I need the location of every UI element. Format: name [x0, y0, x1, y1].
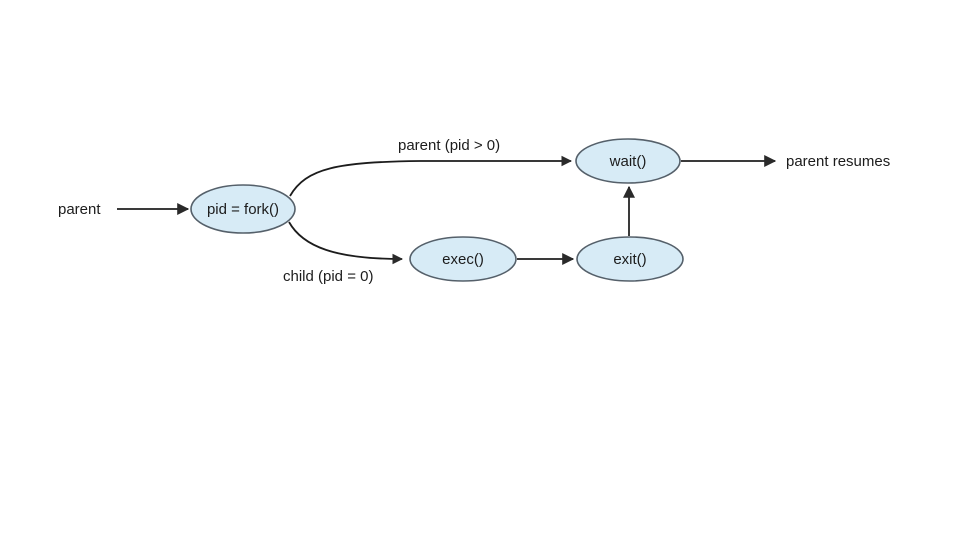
node-wait: wait(): [575, 138, 681, 184]
node-wait-label: wait(): [609, 153, 647, 170]
label-parent-resumes: parent resumes: [786, 153, 890, 170]
node-fork-shape: [190, 184, 296, 234]
node-exit: exit(): [576, 236, 684, 282]
node-fork-label: pid = fork(): [207, 201, 279, 218]
edge-fork-to-wait: [289, 155, 573, 197]
node-exec: exec(): [409, 236, 517, 282]
node-exec-label: exec(): [442, 251, 484, 268]
node-exit-label: exit(): [613, 251, 646, 268]
label-child-branch: child (pid = 0): [283, 268, 373, 285]
label-parent-branch: parent (pid > 0): [398, 137, 500, 154]
node-exit-shape: [576, 236, 684, 282]
label-parent: parent: [58, 201, 101, 218]
node-fork: pid = fork(): [190, 184, 296, 234]
edge-fork-to-exec: [288, 221, 404, 265]
node-exec-shape: [409, 236, 517, 282]
node-wait-shape: [575, 138, 681, 184]
